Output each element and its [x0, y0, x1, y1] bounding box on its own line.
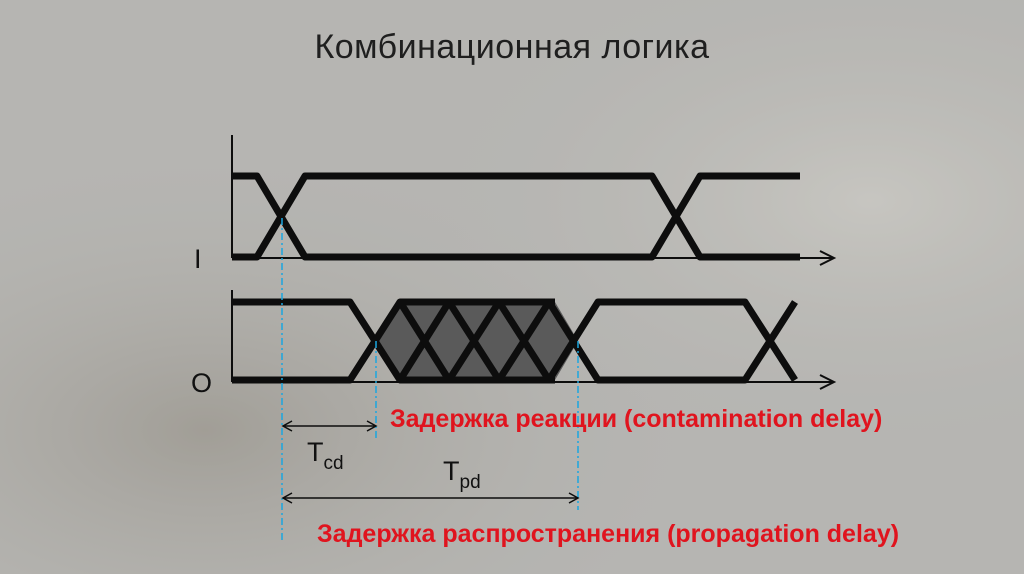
input-axis-arrow	[819, 250, 837, 266]
tpd-subscript: pd	[459, 472, 481, 493]
output-signal	[232, 298, 798, 384]
tcd-arrowhead-right	[366, 420, 378, 432]
tcd-main: T	[307, 437, 324, 467]
tcd-label: Tcd	[307, 437, 344, 474]
output-axis-arrow	[819, 374, 837, 390]
tpd-arrowhead-left	[281, 492, 293, 504]
tpd-main: T	[443, 456, 460, 486]
guide-lines	[281, 218, 579, 540]
input-signal	[232, 172, 800, 261]
tpd-arrowhead-right	[568, 492, 580, 504]
slide-title: Комбинационная логика	[314, 28, 710, 66]
tcd-subscript: cd	[323, 453, 344, 474]
input-signal-label: I	[194, 244, 202, 274]
tpd-label: Tpd	[443, 456, 481, 493]
input-signal-high-low	[232, 172, 800, 261]
input-signal-low-high	[232, 172, 800, 261]
output-signal-label: O	[191, 368, 213, 398]
delay-arrows	[281, 420, 580, 504]
propagation-delay-annotation: Задержка распространения (propagation de…	[317, 520, 900, 548]
contamination-delay-annotation: Задержка реакции (contamination delay)	[390, 405, 883, 433]
tcd-arrowhead-left	[281, 420, 293, 432]
